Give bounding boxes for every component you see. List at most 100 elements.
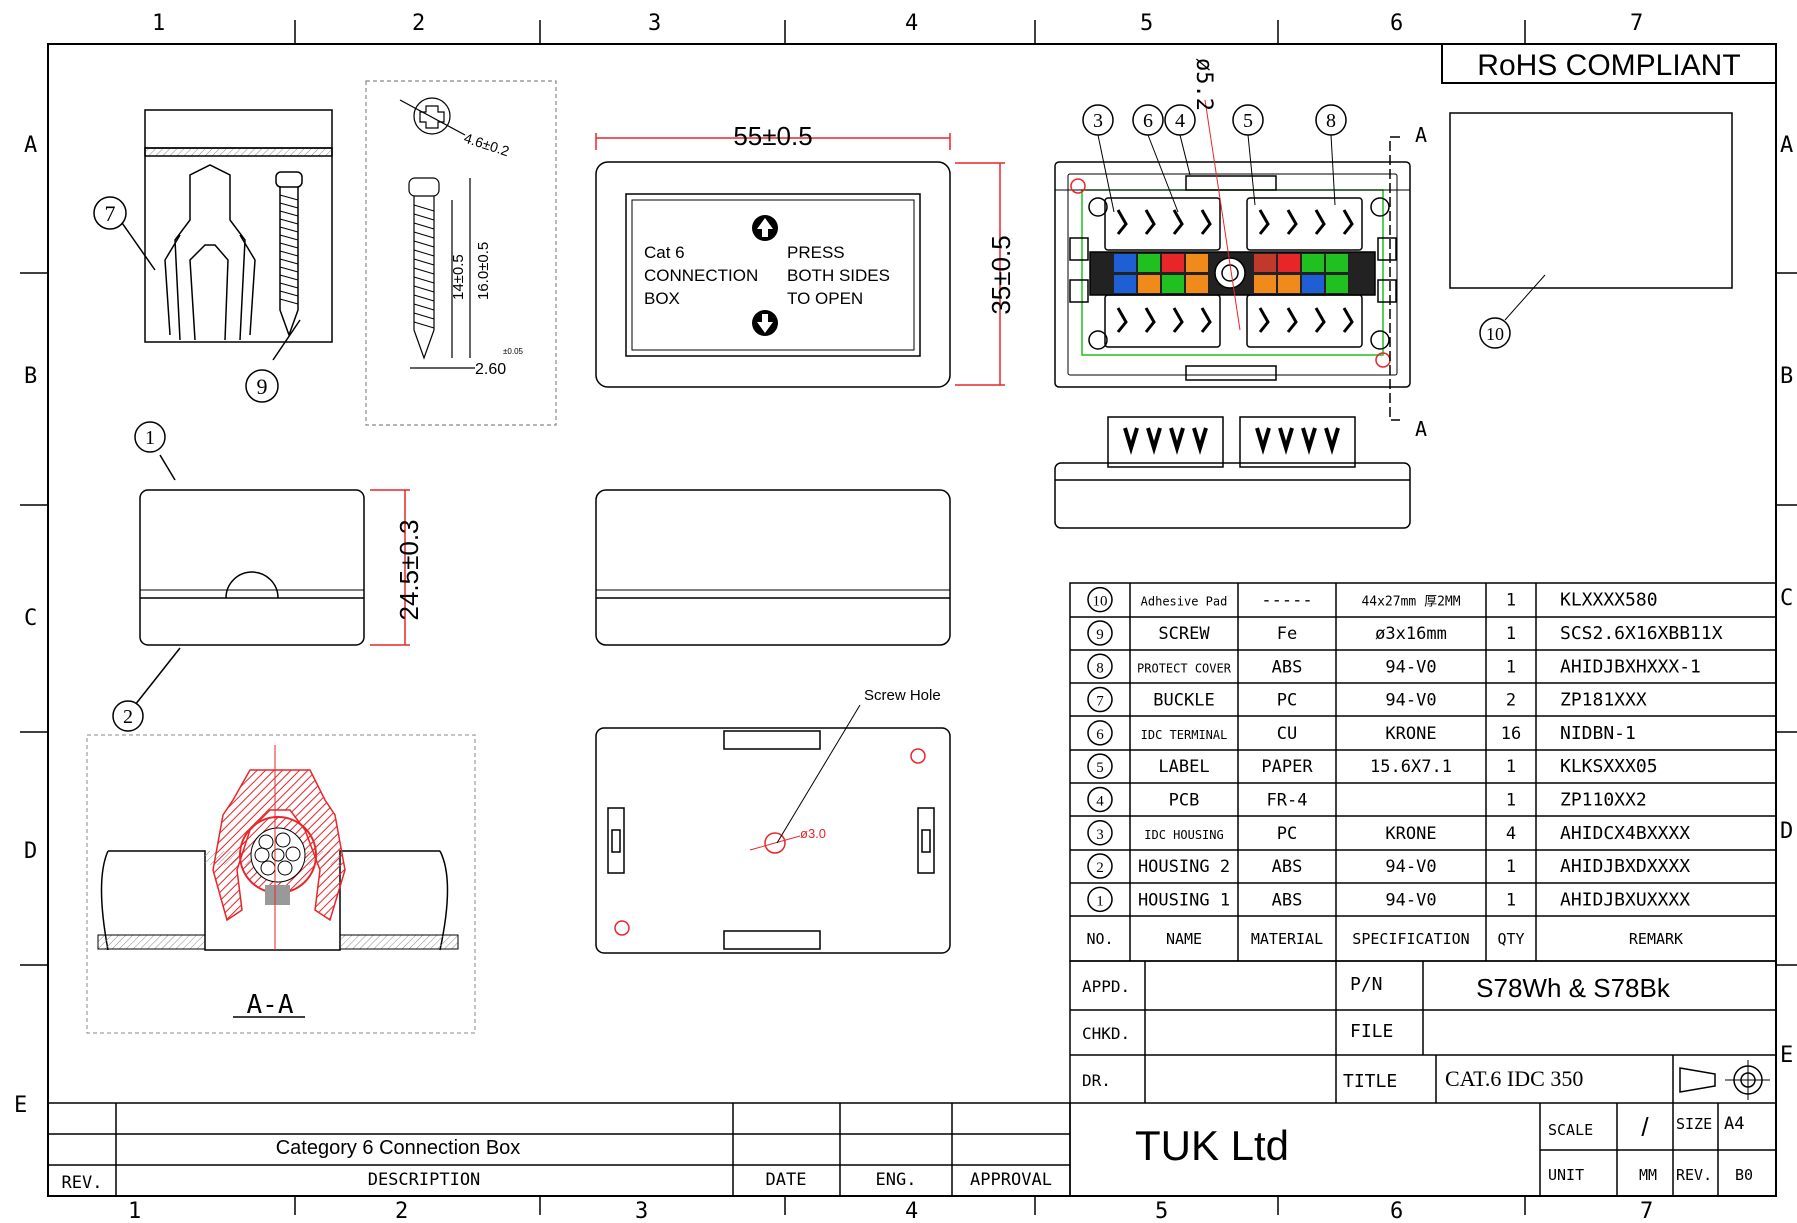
bom-cell-name: HOUSING 2: [1138, 857, 1230, 877]
bom-cell-material: ABS: [1272, 657, 1303, 677]
callout-7: 7: [93, 196, 127, 230]
bom-cell-no: 4: [1096, 793, 1104, 809]
svg-text:BOTH SIDES: BOTH SIDES: [787, 266, 890, 285]
bom-cell-name: IDC TERMINAL: [1141, 728, 1228, 742]
eng-header: ENG.: [876, 1170, 917, 1190]
row-label: A: [24, 133, 37, 158]
section-mark-bottom: A: [1415, 417, 1427, 441]
top-width-dim: 55±0.5: [733, 121, 812, 151]
callout-1: 1: [134, 421, 166, 453]
internal-callouts: [1082, 104, 1347, 136]
pn-label: P/N: [1350, 974, 1383, 995]
bom-item-number-circle: [1087, 653, 1113, 679]
col-label: 1: [152, 11, 165, 36]
col-label: 7: [1630, 11, 1643, 36]
bom-cell-name: BUCKLE: [1153, 691, 1214, 711]
bom-item-number-circle: [1087, 820, 1113, 846]
side-view-2: [595, 489, 951, 646]
drawing-title: CAT.6 IDC 350: [1445, 1066, 1583, 1091]
svg-text:Cat 6: Cat 6: [644, 243, 685, 262]
buckle-view: [119, 109, 333, 361]
chkd-label: CHKD.: [1082, 1024, 1130, 1043]
bom-cell-no: 7: [1096, 694, 1104, 710]
bom-cell-spec: 94-V0: [1385, 857, 1436, 877]
bom-item-number-circle: [1087, 720, 1113, 746]
zone-ticks: [20, 20, 1797, 1215]
bom-cell-material: PC: [1277, 691, 1297, 711]
svg-text:7: 7: [105, 201, 116, 226]
sheet-border: [47, 43, 1777, 1197]
callout-6: 6: [1143, 110, 1153, 132]
screw-len2-dim: 16.0±0.5: [475, 242, 492, 300]
wire-color-pads: [1114, 254, 1348, 293]
section-label: A-A: [247, 990, 294, 1020]
bom-cell-no: 10: [1093, 594, 1108, 610]
part-number: S78Wh & S78Bk: [1476, 973, 1671, 1003]
file-label: FILE: [1350, 1021, 1393, 1042]
col-label: 1: [128, 1199, 141, 1223]
col-label: 2: [412, 11, 425, 36]
top-height-dim: 35±0.5: [986, 235, 1016, 314]
screw-len1-dim: 14±0.5: [450, 254, 467, 300]
side-height-dim: 24.5±0.3: [394, 519, 424, 620]
bom-cell-no: 5: [1096, 760, 1104, 776]
svg-text:1: 1: [145, 427, 155, 449]
internal-leaders: [1097, 134, 1336, 213]
bom-cell-no: 8: [1096, 660, 1104, 676]
col-label: 7: [1640, 1199, 1653, 1223]
bom-header: NO. NAME MATERIAL SPECIFICATION QTY REMA…: [1086, 930, 1683, 948]
col-label: 3: [648, 11, 661, 36]
rev-label: REV.: [1676, 1166, 1712, 1184]
screw-dia-tol: ±0.05: [503, 347, 524, 356]
top-label-right: PRESS BOTH SIDES TO OPEN: [787, 243, 890, 308]
row-label: D: [1780, 819, 1793, 844]
callout-10: 10: [1479, 317, 1511, 349]
bom-cell-name: Adhesive Pad: [1141, 595, 1228, 609]
bom-cell-name: HOUSING 1: [1138, 890, 1230, 910]
scale-value: /: [1641, 1112, 1649, 1142]
bom-cell-no: 9: [1096, 627, 1104, 643]
section-view: [86, 734, 476, 1034]
bom-cell-spec: 94-V0: [1385, 890, 1436, 910]
bom-item-number-circle: [1087, 853, 1113, 879]
screw-head-dim: 4.6±0.2: [462, 130, 511, 160]
svg-text:PRESS: PRESS: [787, 243, 845, 262]
bom-cell-qty: 4: [1506, 824, 1516, 844]
bom-cell-remark: ZP181XXX: [1560, 690, 1647, 711]
row-label: B: [1780, 364, 1793, 389]
svg-text:TO OPEN: TO OPEN: [787, 289, 863, 308]
col-label: 2: [395, 1199, 408, 1223]
bom-cell-no: 3: [1096, 827, 1104, 843]
internal-dia-dim: ø5.2: [1191, 58, 1216, 111]
col-label: 4: [905, 1199, 918, 1223]
svg-text:2: 2: [123, 706, 133, 728]
bom-item-number-circle: [1087, 586, 1113, 613]
screw-detail: [365, 80, 557, 426]
revision-description: Category 6 Connection Box: [276, 1137, 521, 1159]
rohs-label: RoHS COMPLIANT: [1477, 49, 1740, 82]
bom-cell-qty: 1: [1506, 657, 1516, 677]
bom-cell-name: IDC HOUSING: [1144, 828, 1223, 842]
title-label: TITLE: [1343, 1071, 1397, 1092]
callout-5: 5: [1243, 110, 1253, 132]
date-header: DATE: [766, 1170, 807, 1190]
bom-cell-spec: 15.6X7.1: [1370, 757, 1452, 777]
bom-cell-no: 2: [1096, 860, 1104, 876]
bom-cell-spec: 44x27mm 厚2MM: [1361, 595, 1460, 610]
appd-label: APPD.: [1082, 977, 1130, 996]
bom-cell-material: -----: [1261, 591, 1312, 611]
approval-header: APPROVAL: [970, 1170, 1052, 1190]
svg-text:REMARK: REMARK: [1629, 930, 1683, 948]
svg-text:9: 9: [257, 374, 268, 399]
adhesive-pad: [1449, 112, 1733, 289]
bom-item-number-circle: [1087, 620, 1113, 646]
row-label: A: [1780, 133, 1793, 158]
bom-cell-spec: KRONE: [1385, 824, 1436, 844]
bom-cell-name: PCB: [1169, 790, 1200, 810]
bom-cell-qty: 1: [1506, 790, 1516, 810]
